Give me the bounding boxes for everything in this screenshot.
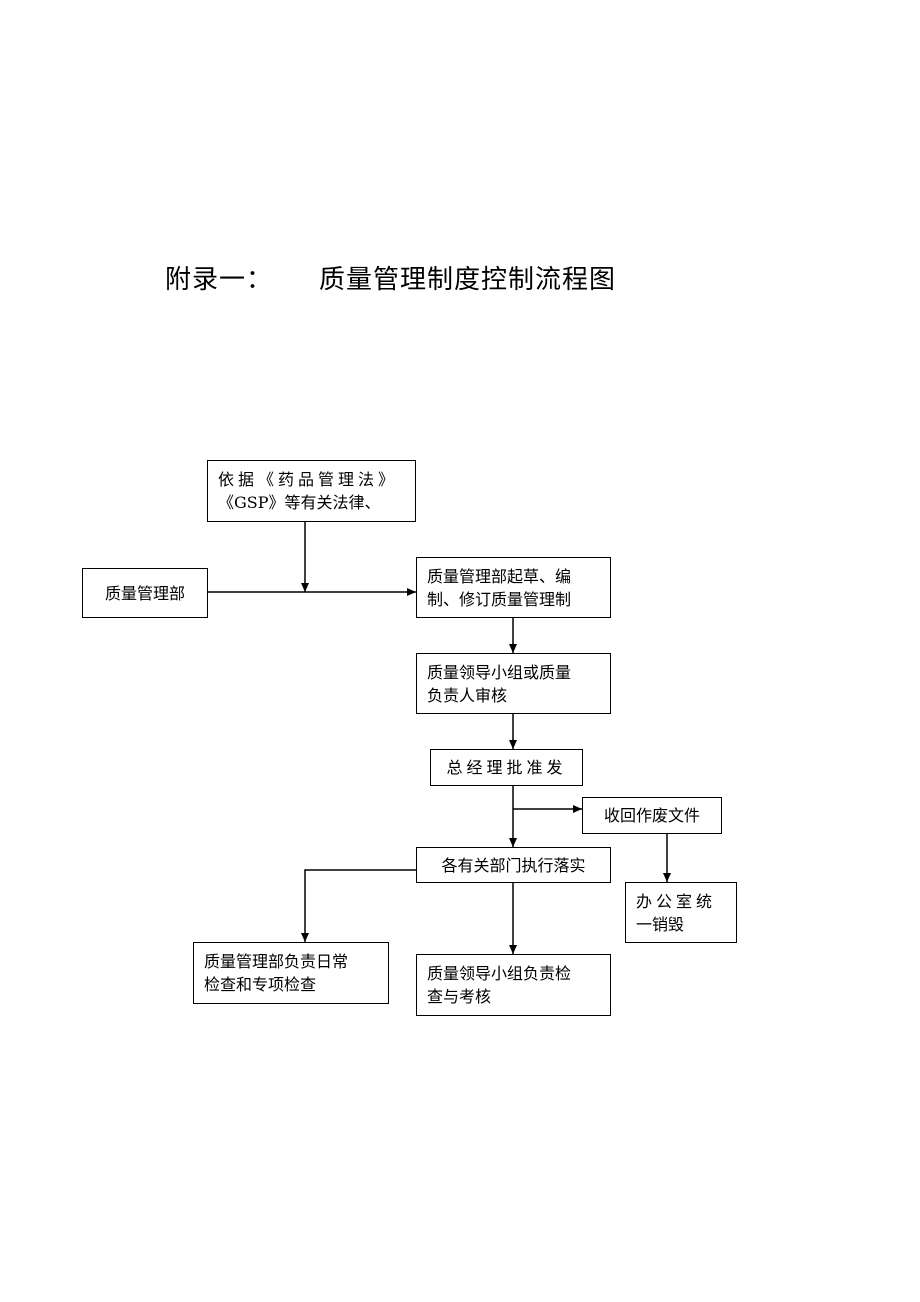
- node-legal-basis: 依据《药品管理法》 《GSP》等有关法律、: [207, 460, 416, 522]
- node-office-destroy-line-2: 一销毁: [636, 914, 685, 934]
- node-gm-approve: 总经理批准发: [430, 749, 583, 786]
- node-office-destroy: 办公室统 一销毁: [625, 882, 737, 943]
- node-leader-check-line-2: 查与考核: [427, 987, 492, 1006]
- node-office-destroy-line-1: 办公室统: [636, 891, 717, 911]
- page-title: 附录一： 质量管理制度控制流程图: [165, 262, 616, 298]
- title-prefix: 附录一：: [165, 265, 274, 295]
- node-gm-approve-label: 总经理批准发: [446, 758, 567, 777]
- node-draft-revise-line-1: 质量管理部起草、编: [427, 566, 572, 586]
- node-recall-obsolete-label: 收回作废文件: [603, 806, 700, 825]
- edge-execute-to-daily-check: [301, 869, 416, 942]
- node-review: 质量领导小组或质量 负责人审核: [416, 653, 611, 714]
- node-legal-basis-line-1: 依据《药品管理法》: [218, 470, 399, 489]
- node-departments-execute: 各有关部门执行落实: [416, 847, 611, 883]
- node-review-line-1: 质量领导小组或质量: [427, 662, 572, 682]
- node-quality-dept: 质量管理部: [82, 568, 208, 618]
- node-legal-basis-line-2: 《GSP》等有关法律、: [218, 493, 381, 512]
- node-departments-execute-label: 各有关部门执行落实: [441, 855, 586, 875]
- node-leader-check-line-1: 质量领导小组负责检: [427, 964, 572, 983]
- node-daily-check: 质量管理部负责日常 检查和专项检查: [193, 942, 389, 1004]
- node-draft-revise-line-2: 制、修订质量管理制: [427, 589, 572, 609]
- title-text: 质量管理制度控制流程图: [319, 265, 617, 295]
- node-review-line-2: 负责人审核: [427, 685, 508, 705]
- node-draft-revise: 质量管理部起草、编 制、修订质量管理制: [416, 557, 611, 618]
- node-leader-check: 质量领导小组负责检 查与考核: [416, 954, 611, 1016]
- node-quality-dept-label: 质量管理部: [104, 583, 185, 603]
- node-recall-obsolete: 收回作废文件: [582, 797, 722, 834]
- node-daily-check-line-2: 检查和专项检查: [204, 975, 317, 994]
- node-daily-check-line-1: 质量管理部负责日常: [204, 952, 349, 971]
